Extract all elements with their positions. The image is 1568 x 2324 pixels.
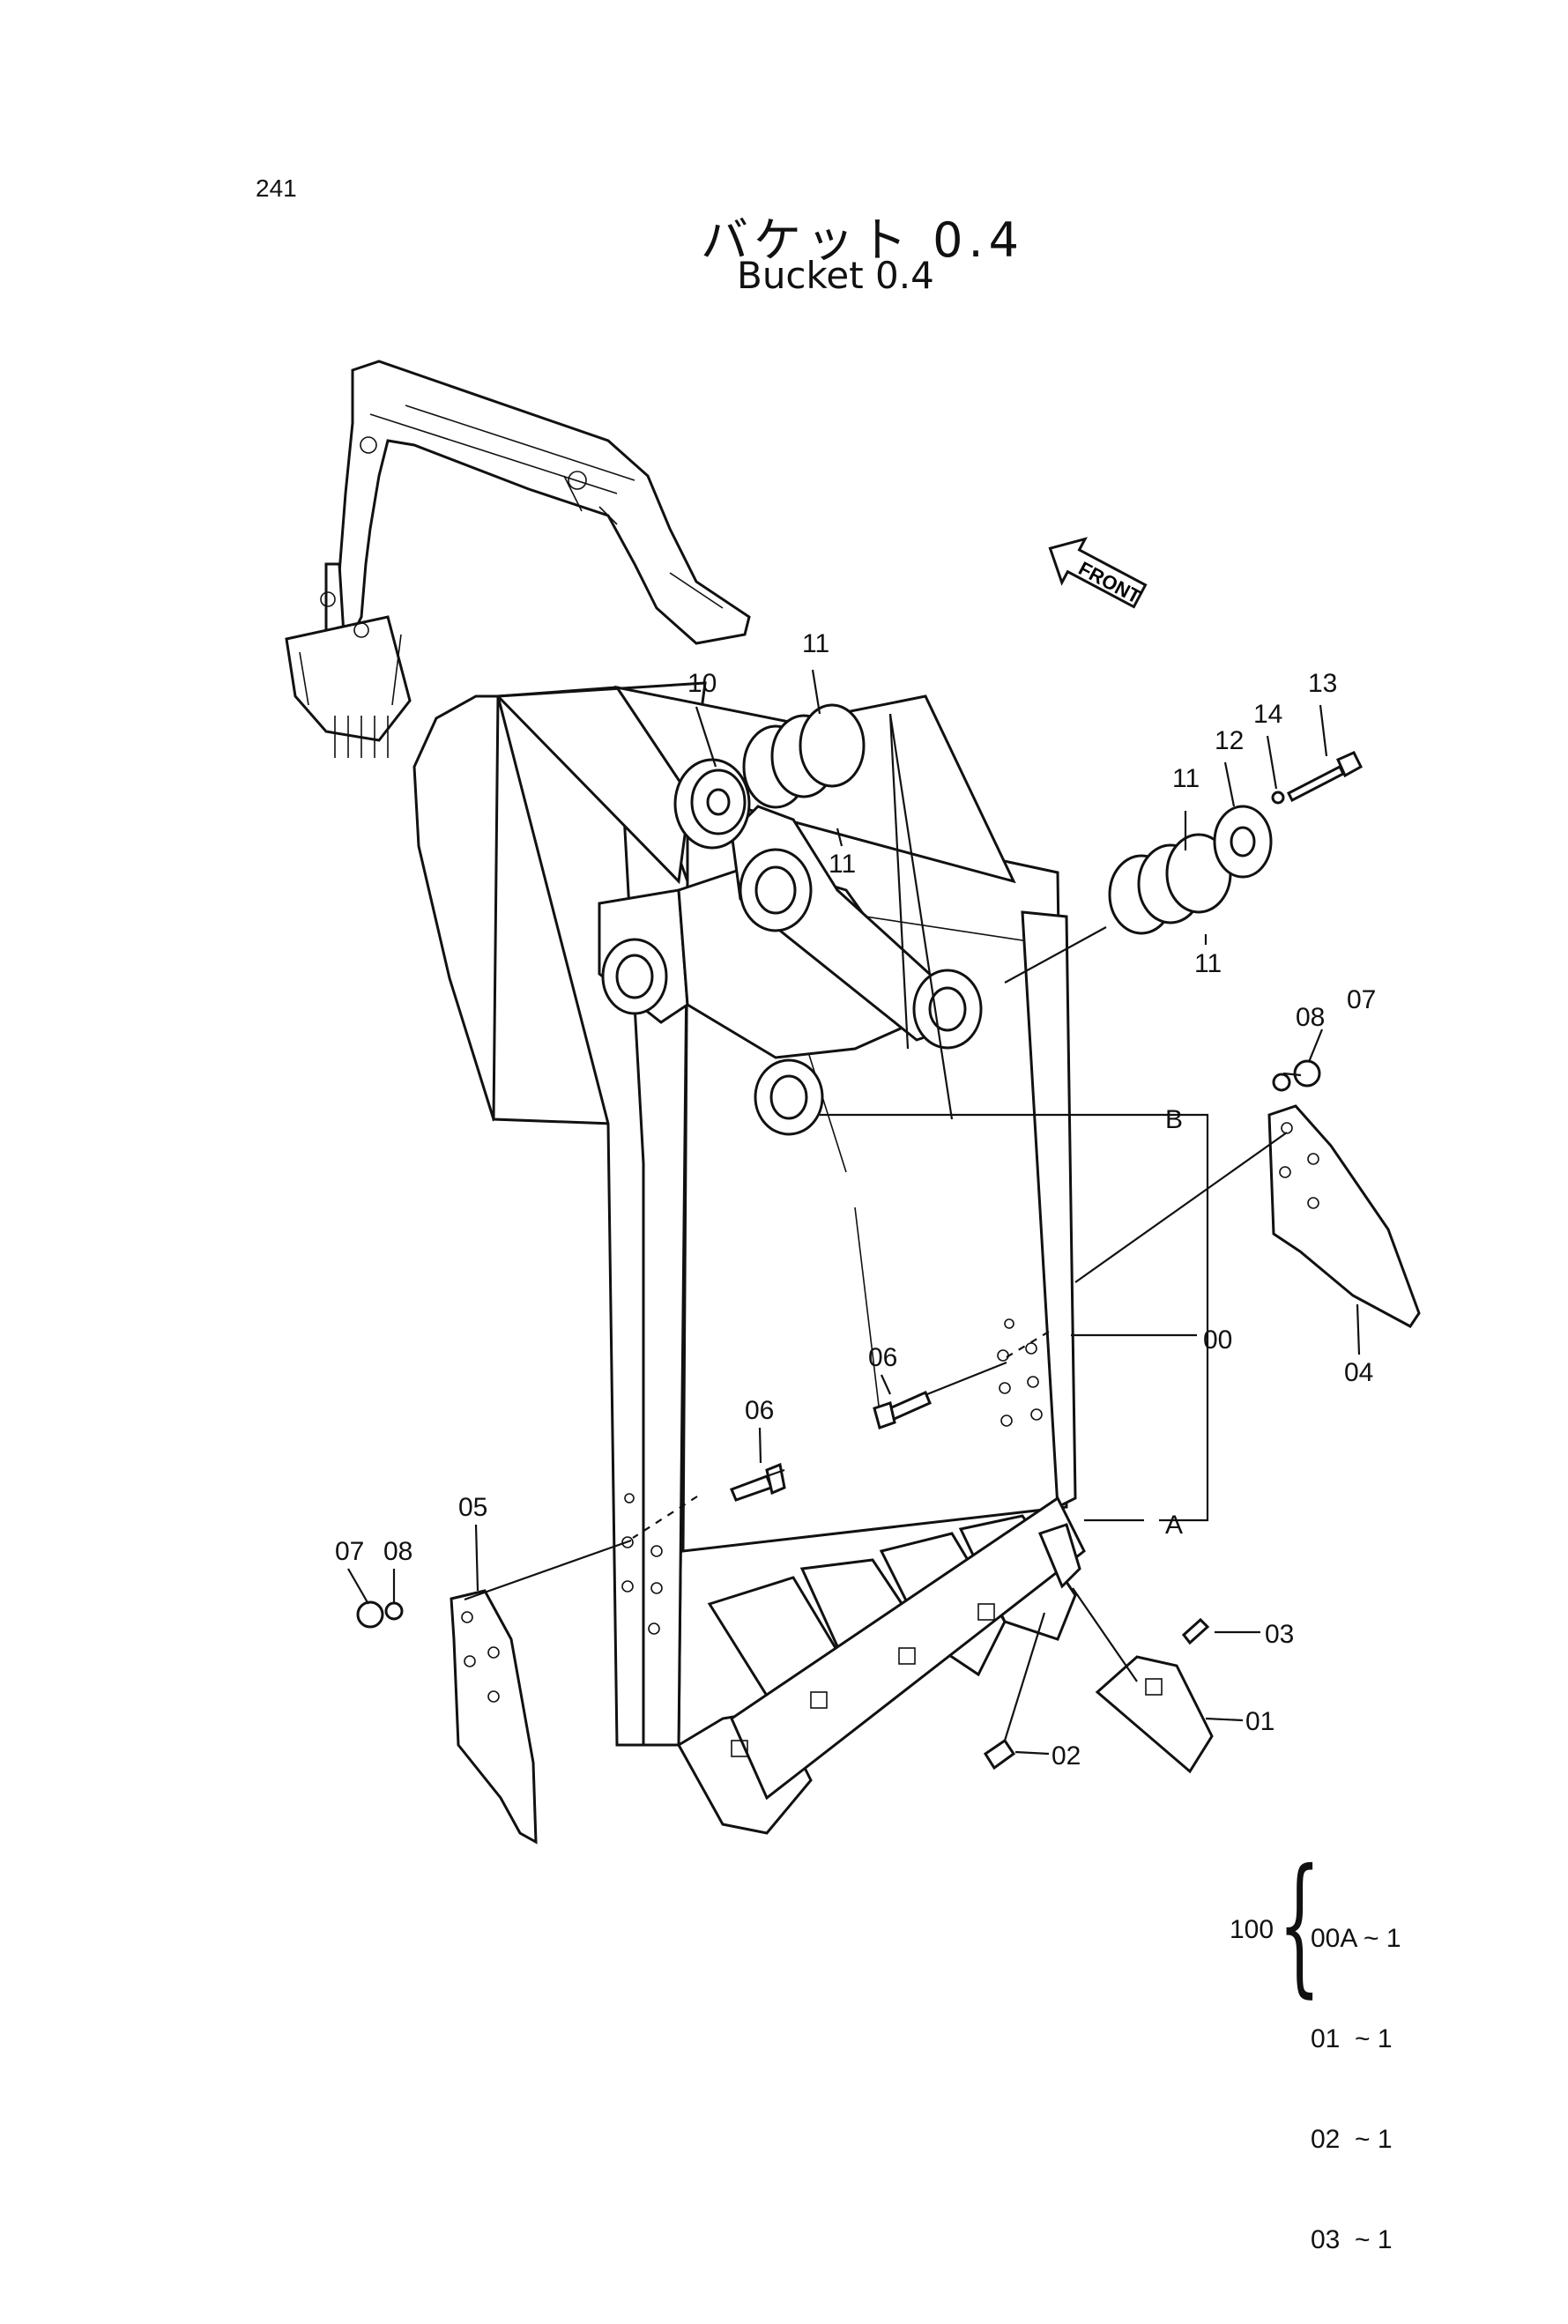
kit-items: 00A ~ 1 01 ~ 1 02 ~ 1 03 ~ 1 bbox=[1311, 1855, 1401, 2324]
callout-B: B bbox=[1165, 1105, 1183, 1134]
callout-06-lower: 06 bbox=[745, 1396, 774, 1425]
callout-12: 12 bbox=[1215, 726, 1244, 755]
bucket-body bbox=[412, 681, 1077, 1747]
part-06-bolt-upper bbox=[873, 1391, 932, 1429]
callout-08-right: 08 bbox=[1296, 1003, 1325, 1032]
bucket-exploded-diagram: FRONT bbox=[285, 360, 1421, 1845]
callout-14: 14 bbox=[1253, 700, 1282, 729]
callout-06-upper: 06 bbox=[868, 1343, 897, 1372]
part-11-shims-right bbox=[1108, 833, 1232, 935]
callout-04: 04 bbox=[1344, 1358, 1373, 1387]
leader-lines bbox=[347, 669, 1361, 1756]
part-05-side-cutter-left bbox=[450, 1589, 538, 1845]
part-12-washer bbox=[1213, 805, 1273, 879]
callout-A: A bbox=[1165, 1511, 1183, 1540]
callout-11-right-top: 11 bbox=[1172, 764, 1200, 793]
part-03-pin bbox=[1181, 1617, 1210, 1645]
callout-13: 13 bbox=[1308, 669, 1337, 698]
parts-diagram-page: 241 バケット 0.4 Bucket 0.4 FRONT bbox=[256, 174, 1421, 2254]
callout-11-right-bottom: 11 bbox=[1194, 949, 1222, 978]
part-06-bolt-lower bbox=[730, 1462, 786, 1502]
excavator-boom-illustration bbox=[285, 360, 751, 758]
part-04-side-cutter-right bbox=[1267, 1104, 1421, 1328]
callout-10: 10 bbox=[687, 669, 717, 698]
title-english: Bucket 0.4 bbox=[737, 254, 934, 297]
callout-05: 05 bbox=[458, 1493, 487, 1522]
kit-item: 00A ~ 1 bbox=[1311, 1924, 1401, 1953]
page-number: 241 bbox=[256, 174, 297, 202]
part-01-tooth bbox=[1095, 1655, 1214, 1774]
part-02-lock bbox=[983, 1738, 1016, 1771]
part-07-08-right bbox=[1272, 1059, 1321, 1092]
kit-item: 02 ~ 1 bbox=[1311, 2125, 1393, 2154]
callout-02: 02 bbox=[1052, 1741, 1081, 1771]
kit-brace: { bbox=[1278, 1838, 1321, 2012]
kit-item: 03 ~ 1 bbox=[1311, 2225, 1393, 2254]
callout-11-left-bottom: 11 bbox=[829, 850, 856, 879]
part-14-washer bbox=[1271, 791, 1285, 805]
callout-03: 03 bbox=[1265, 1620, 1294, 1649]
callout-11-top: 11 bbox=[802, 629, 829, 658]
bucket-teeth-row bbox=[676, 1496, 1086, 1835]
callout-08-left: 08 bbox=[383, 1537, 412, 1566]
kit-item: 01 ~ 1 bbox=[1311, 2024, 1393, 2053]
part-11-shims-left bbox=[742, 703, 866, 809]
callout-07-right: 07 bbox=[1347, 985, 1376, 1014]
callout-07-left: 07 bbox=[335, 1537, 364, 1566]
callout-01: 01 bbox=[1245, 1707, 1274, 1736]
callout-00: 00 bbox=[1203, 1325, 1232, 1355]
title-japanese: バケット 0.4 bbox=[701, 212, 1025, 268]
part-07-08-left bbox=[356, 1600, 404, 1629]
part-10-plate bbox=[673, 758, 751, 850]
front-direction-arrow: FRONT bbox=[1048, 537, 1148, 609]
callout-labels: 10 11 11 11 11 12 14 13 07 08 B A 00 04 … bbox=[335, 629, 1376, 1771]
part-13-bolt bbox=[1286, 751, 1363, 803]
kit-number: 100 bbox=[1230, 1915, 1274, 1944]
